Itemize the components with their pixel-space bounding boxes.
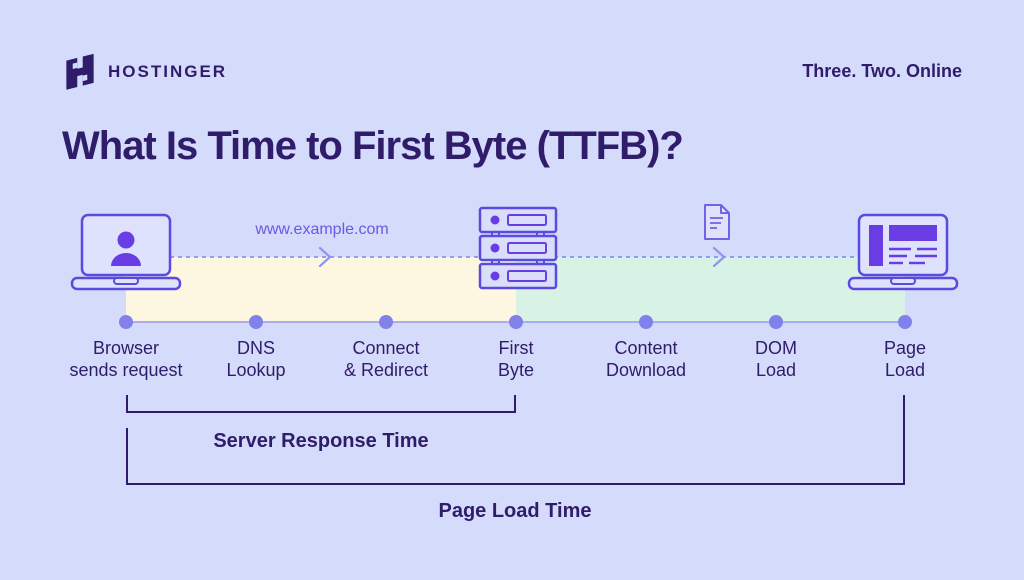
arrow-right-icon — [318, 246, 332, 268]
server-icon — [478, 206, 558, 290]
milestone-line1: Browser — [92, 338, 159, 358]
timeline-dot-page-load — [898, 315, 912, 329]
timeline-dot-dns — [249, 315, 263, 329]
milestone-line2: Byte — [497, 360, 535, 380]
milestone-line1: DNS — [236, 338, 275, 358]
milestone-label-connect: Connect & Redirect — [306, 337, 466, 381]
timeline-dot-content-download — [639, 315, 653, 329]
document-icon — [704, 204, 730, 240]
timeline-dot-connect — [379, 315, 393, 329]
milestone-label-browser: Browser sends request — [46, 337, 206, 381]
milestone-line2: Lookup — [226, 360, 286, 380]
hostinger-logo: HOSTINGER — [62, 52, 227, 92]
brand-tagline: Three. Two. Online — [802, 61, 962, 81]
page-title: What Is Time to First Byte (TTFB)? — [62, 124, 684, 168]
server-response-bracket — [126, 395, 516, 413]
milestone-line1: Content — [614, 338, 678, 358]
milestone-line1: Connect — [352, 338, 420, 358]
logo-wordmark: HOSTINGER — [108, 62, 228, 81]
milestone-line1: DOM — [755, 338, 797, 358]
milestone-line2: sends request — [69, 360, 183, 380]
milestone-label-dom-load: DOM Load — [696, 337, 856, 381]
hostinger-h-icon — [66, 53, 94, 90]
milestone-line2: & Redirect — [343, 360, 429, 380]
server-response-band — [126, 257, 516, 322]
milestone-label-first-byte: First Byte — [436, 337, 596, 381]
milestone-line2: Download — [605, 360, 687, 380]
timeline-dot-browser — [119, 315, 133, 329]
page-load-band — [516, 257, 905, 322]
loaded-page-laptop-icon — [847, 213, 959, 291]
milestone-line2: Load — [884, 360, 926, 380]
milestone-line1: Page — [883, 338, 927, 358]
milestone-label-dns: DNS Lookup — [176, 337, 336, 381]
server-response-label: Server Response Time — [213, 430, 429, 452]
url-label: www.example.com — [255, 221, 389, 238]
page-load-label: Page Load Time — [438, 500, 592, 522]
page-load-bracket — [126, 428, 905, 485]
timeline-dot-dom-load — [769, 315, 783, 329]
arrow-right-icon — [712, 246, 726, 268]
milestone-label-page-load: Page Load — [825, 337, 985, 381]
timeline-dot-first-byte — [509, 315, 523, 329]
milestone-line1: First — [498, 338, 534, 358]
milestone-label-content-download: Content Download — [566, 337, 726, 381]
milestone-line2: Load — [755, 360, 797, 380]
user-laptop-icon — [70, 213, 182, 291]
page-load-bracket-right-tick — [903, 395, 905, 485]
